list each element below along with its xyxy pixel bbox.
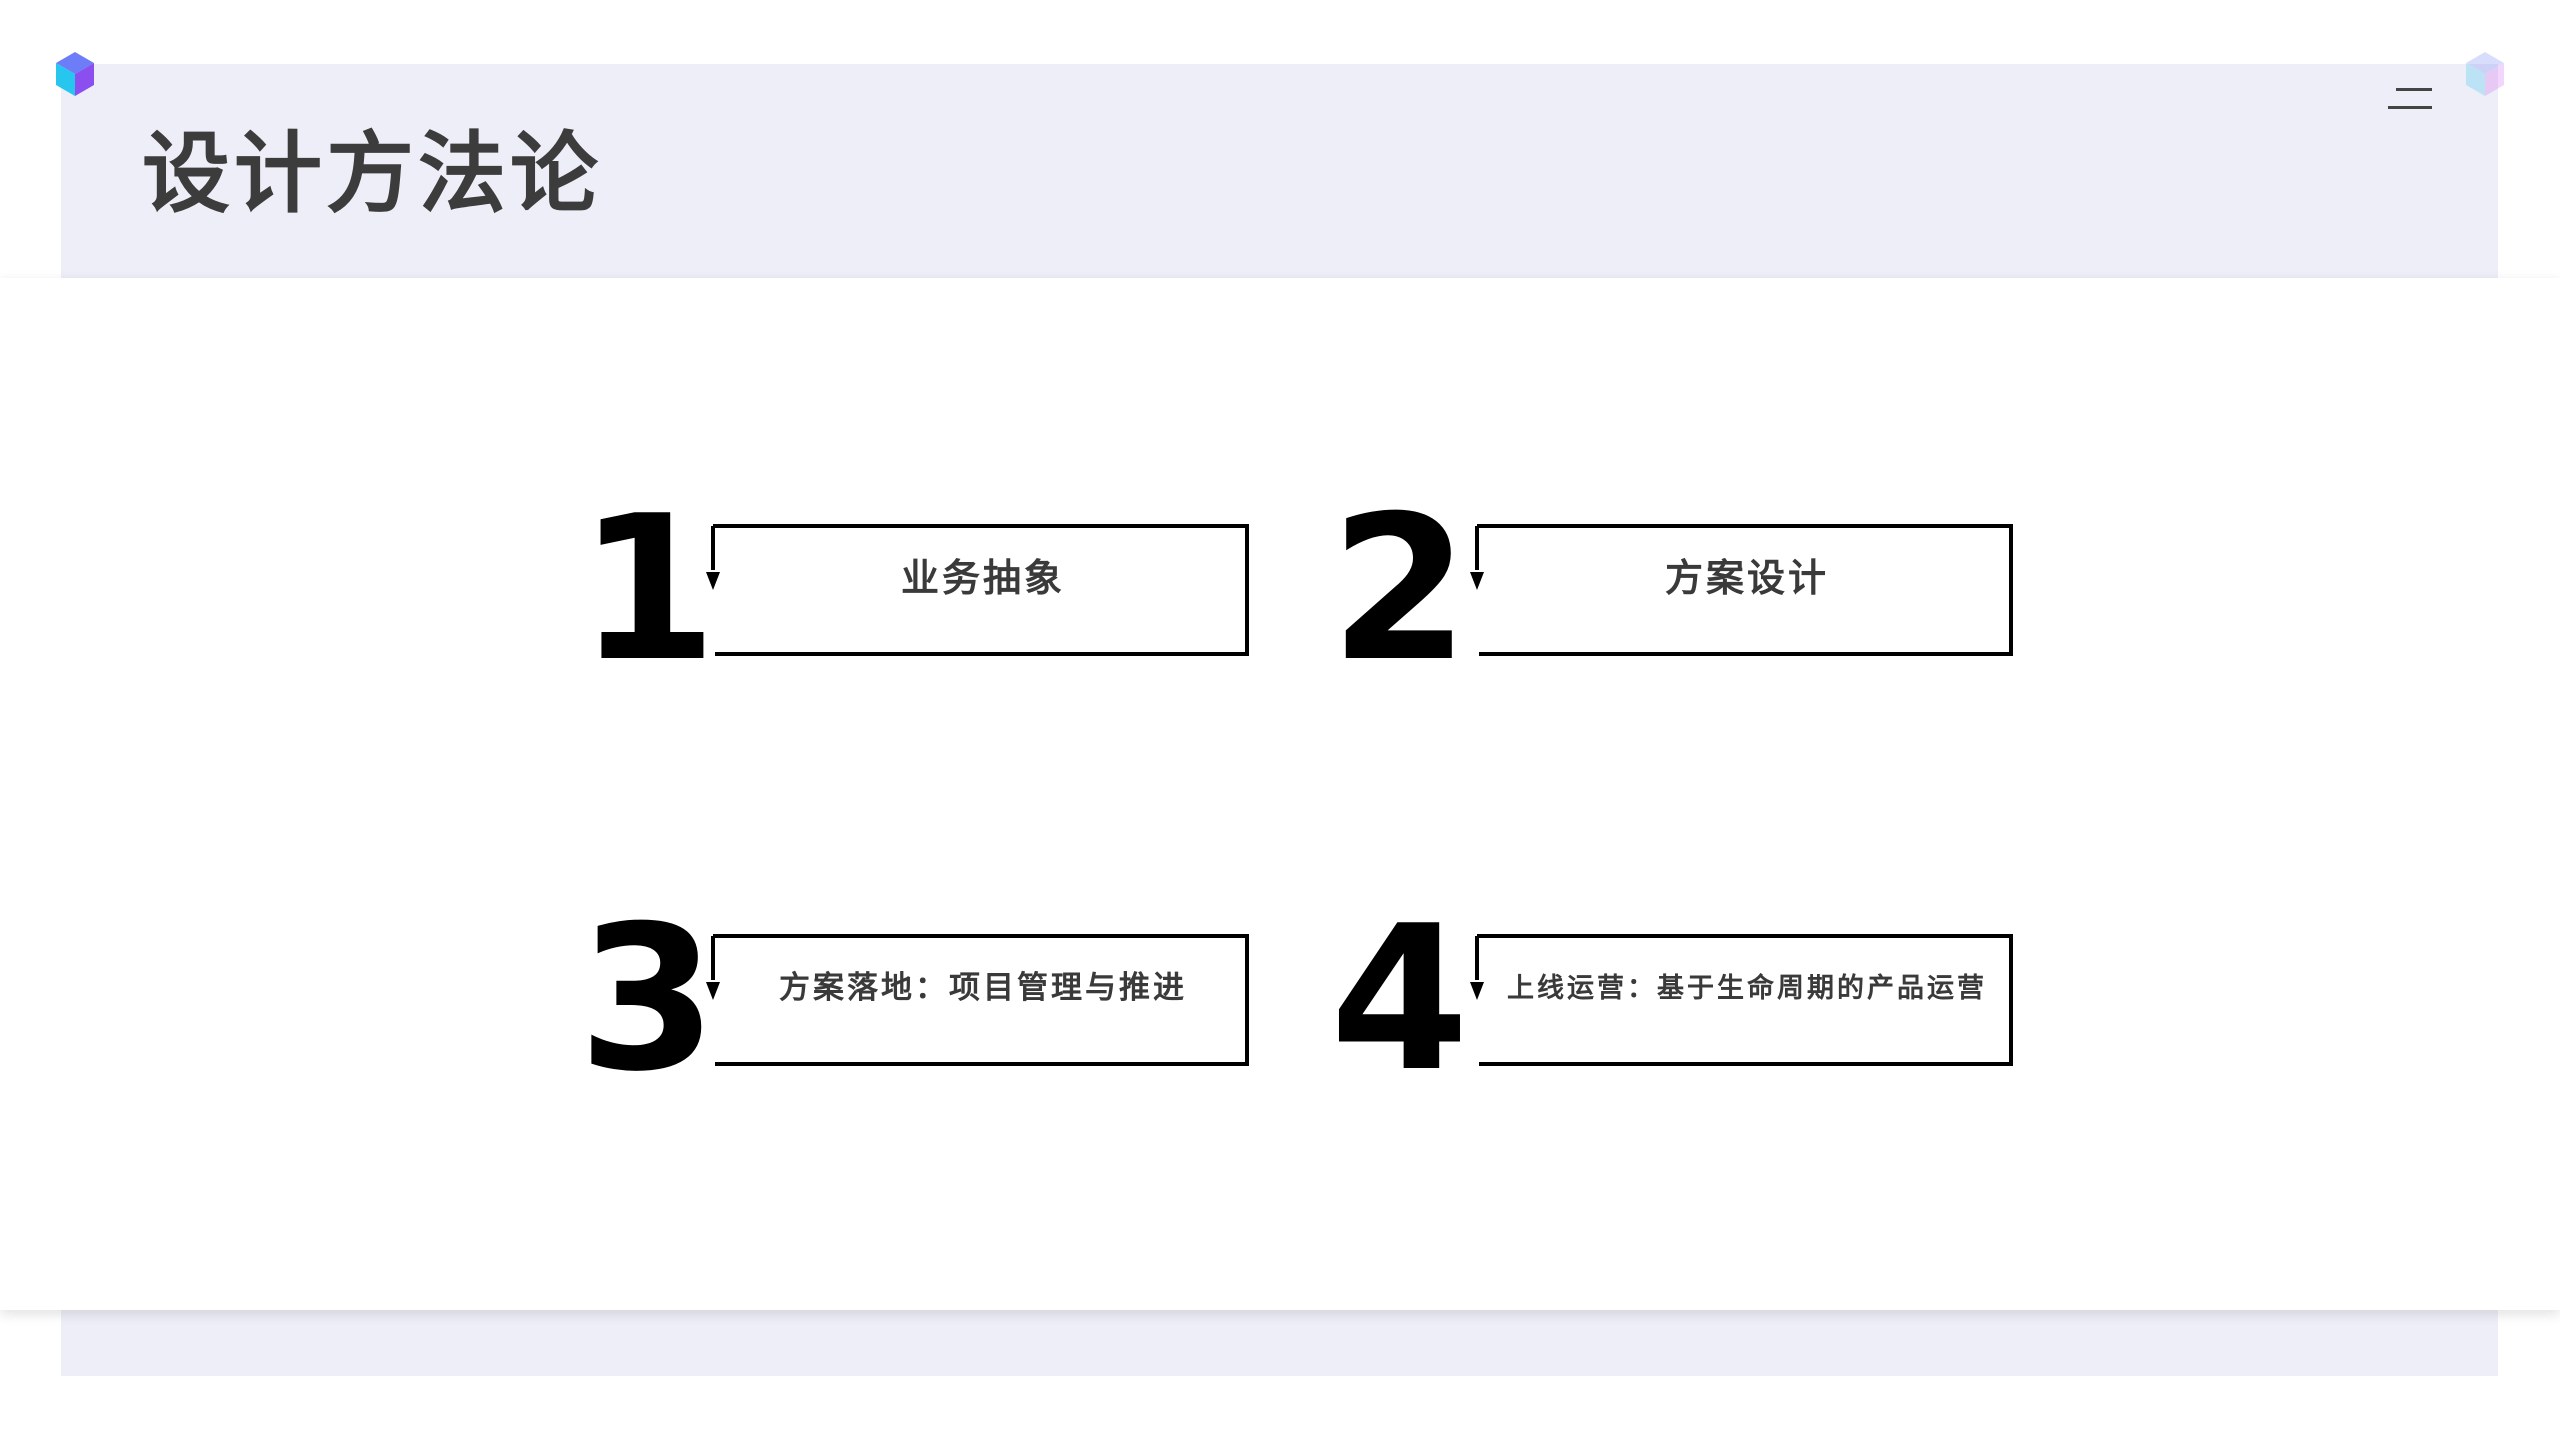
content-card bbox=[0, 278, 2560, 1310]
step-frame bbox=[1470, 524, 2013, 656]
step-frame bbox=[706, 934, 1249, 1066]
step-number: 1 bbox=[578, 473, 718, 706]
step-3: 3 方案落地：项目管理与推进 bbox=[578, 900, 1278, 1100]
step-label: 方案设计 bbox=[1664, 556, 1829, 601]
step-number: 4 bbox=[1330, 883, 1470, 1116]
step-2: 2 方案设计 bbox=[1330, 490, 2030, 690]
menu-icon[interactable] bbox=[2386, 84, 2432, 112]
step-frame bbox=[1470, 934, 2013, 1066]
step-number: 3 bbox=[578, 883, 718, 1116]
menu-icon-bar bbox=[2388, 106, 2432, 109]
step-4: 4 上线运营：基于生命周期的产品运营 bbox=[1330, 900, 2030, 1100]
step-label: 方案落地：项目管理与推进 bbox=[779, 970, 1187, 1007]
hexagon-logo-icon bbox=[56, 52, 94, 96]
page-title: 设计方法论 bbox=[142, 122, 603, 225]
step-label: 业务抽象 bbox=[900, 556, 1065, 601]
hexagon-logo-icon-faded bbox=[2466, 52, 2504, 96]
step-label: 上线运营：基于生命周期的产品运营 bbox=[1507, 973, 1987, 1005]
menu-icon-bar bbox=[2396, 88, 2432, 91]
step-1: 1 业务抽象 bbox=[578, 490, 1278, 690]
step-frame bbox=[706, 524, 1249, 656]
step-number: 2 bbox=[1330, 473, 1470, 706]
